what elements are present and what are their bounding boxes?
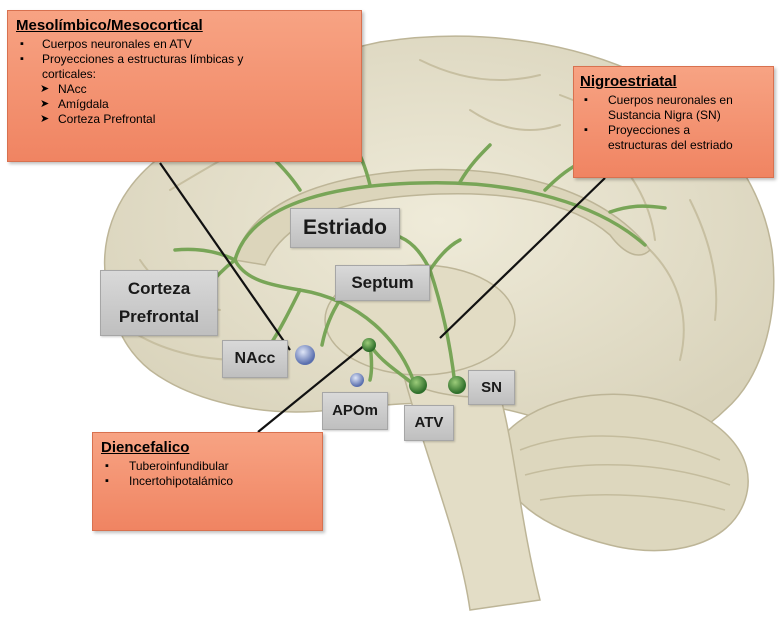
nigroestriatal-box: Nigroestriatal Cuerpos neuronales en Sus…	[573, 66, 774, 178]
mesolimbico-box: Mesolímbico/Mesocortical Cuerpos neurona…	[7, 10, 362, 162]
atv-text: ATV	[415, 414, 444, 431]
meso-subitem-corteza: Corteza Prefrontal	[16, 112, 353, 127]
dien-item-2: Incertohipotalámico	[101, 474, 314, 489]
sn-text: SN	[481, 379, 502, 396]
corteza-line2: Prefrontal	[101, 303, 217, 331]
meso-item-2-cont: corticales:	[16, 67, 353, 82]
apom-text: APOm	[332, 402, 378, 419]
diencefalico-title: Diencefalico	[101, 439, 314, 456]
septum-text: Septum	[351, 273, 413, 292]
corteza-line1: Corteza	[101, 275, 217, 303]
mesolimbico-title: Mesolímbico/Mesocortical	[16, 17, 353, 34]
apom-nucleus-green	[362, 338, 376, 352]
apom-nucleus-blue	[350, 373, 364, 387]
atv-nucleus-green	[409, 376, 427, 394]
sn-nucleus-green	[448, 376, 466, 394]
meso-subitem-amigdala: Amígdala	[16, 97, 353, 112]
nigroestriatal-title: Nigroestriatal	[580, 73, 767, 90]
meso-item-2: Proyecciones a estructuras límbicas y	[16, 52, 353, 67]
nigro-item-2: Proyecciones a	[580, 123, 767, 138]
label-sn: SN	[468, 370, 515, 405]
meso-item-1: Cuerpos neuronales en ATV	[16, 37, 353, 52]
nigro-item-2-cont: estructuras del estriado	[580, 138, 767, 153]
diencefalico-box: Diencefalico Tuberoinfundibular Incertoh…	[92, 432, 323, 531]
label-septum: Septum	[335, 265, 430, 301]
nigro-item-1: Cuerpos neuronales en	[580, 93, 767, 108]
nigro-item-1-cont: Sustancia Nigra (SN)	[580, 108, 767, 123]
nacc-text: NAcc	[235, 350, 276, 367]
label-corteza-prefrontal: Corteza Prefrontal	[100, 270, 218, 336]
label-atv: ATV	[404, 405, 454, 441]
label-apom: APOm	[322, 392, 388, 430]
label-nacc: NAcc	[222, 340, 288, 378]
label-estriado: Estriado	[290, 208, 400, 248]
dien-item-1: Tuberoinfundibular	[101, 459, 314, 474]
meso-subitem-nacc: NAcc	[16, 82, 353, 97]
nacc-nucleus-blue	[295, 345, 315, 365]
estriado-text: Estriado	[303, 216, 387, 239]
